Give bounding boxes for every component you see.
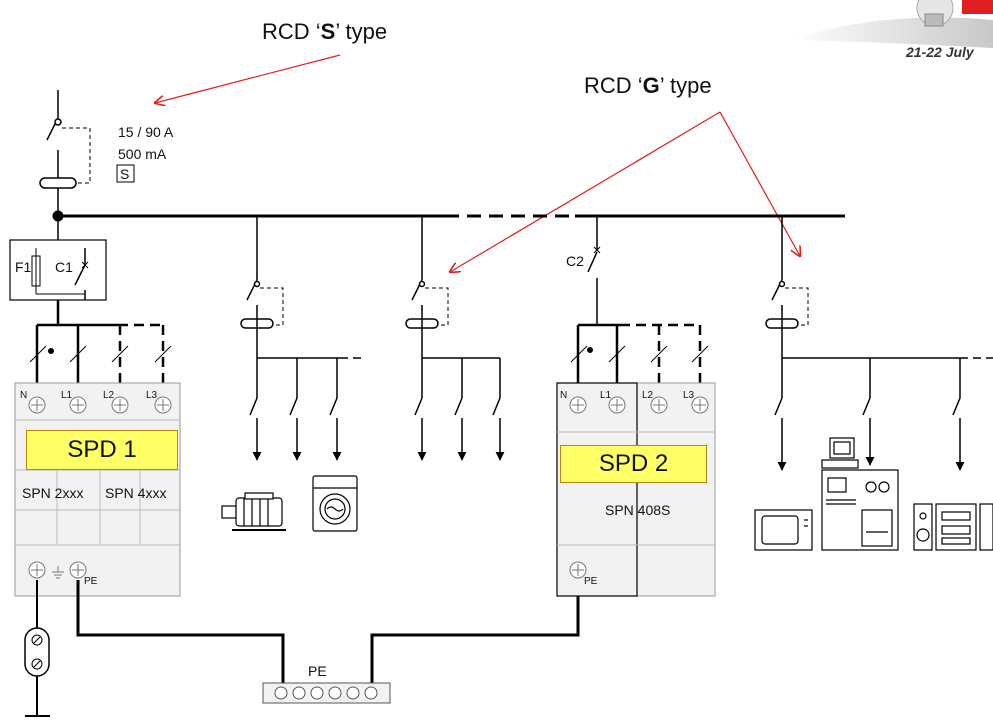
spd2-module xyxy=(556,382,716,597)
logo-red-mark xyxy=(962,0,993,14)
c2-label: C2 xyxy=(566,253,584,269)
spd1-feed xyxy=(35,300,165,395)
spd1-terminal-l2: L2 xyxy=(103,390,115,401)
computer-rack-icon xyxy=(821,437,899,551)
spd1-label: SPD 1 xyxy=(26,430,178,470)
spd1-terminal-pe: PE xyxy=(84,576,98,587)
arrow-rcd-s xyxy=(155,54,341,103)
spd2-terminal-l1: L1 xyxy=(600,390,612,401)
spd2-terminal-pe: PE xyxy=(584,576,598,587)
spd1-module xyxy=(14,382,181,597)
spd2-label: SPD 2 xyxy=(560,445,707,483)
pe-busbar xyxy=(262,682,391,704)
rating-sensitivity: 500 mA xyxy=(118,146,167,162)
bulb-icon xyxy=(916,0,954,27)
spd1-model-b: SPN 4xxx xyxy=(105,485,166,501)
pe-wiring xyxy=(76,580,580,683)
c2-branch xyxy=(570,216,709,395)
logo-corner xyxy=(790,0,993,48)
earth-link xyxy=(24,580,50,717)
f1-c1-box xyxy=(9,216,107,301)
f1-label: F1 xyxy=(15,259,32,275)
spd1-ticks xyxy=(29,345,172,363)
ground-icon xyxy=(52,566,64,579)
rating-current: 15 / 90 A xyxy=(118,124,174,140)
branch-2 xyxy=(405,216,505,461)
tv-icon xyxy=(754,509,813,551)
washing-machine-icon xyxy=(312,475,358,532)
main-busbar xyxy=(52,210,845,222)
arrow-rcd-g-left xyxy=(450,111,721,272)
rating-type-box xyxy=(116,164,135,183)
branch-3 xyxy=(765,216,993,471)
spd1-terminal-crosses xyxy=(31,399,169,576)
spd2-terminal-l2: L2 xyxy=(642,390,654,401)
hifi-icon xyxy=(913,503,993,551)
main-rcd-s xyxy=(39,90,91,216)
date-label: 21-22 July xyxy=(906,44,974,60)
spd2-terminal-l3: L3 xyxy=(683,390,695,401)
spd1-terminal-l1: L1 xyxy=(61,390,73,401)
spd2-model: SPN 408S xyxy=(605,502,670,518)
rcd-g-label: RCD ‘G’ type xyxy=(584,73,712,98)
c1-label: C1 xyxy=(55,259,73,275)
spd1-terminal-n: N xyxy=(20,390,27,401)
spd1-model-a: SPN 2xxx xyxy=(22,485,83,501)
rating-type: S xyxy=(120,166,129,182)
motor-icon xyxy=(221,492,286,531)
spd1-terminal-l3: L3 xyxy=(146,390,158,401)
rcd-s-label: RCD ‘S’ type xyxy=(262,19,387,44)
arrow-rcd-g-right xyxy=(719,111,800,256)
pe-bar-label: PE xyxy=(308,663,327,679)
spd2-terminal-n: N xyxy=(560,390,567,401)
branch-1 xyxy=(240,216,365,461)
